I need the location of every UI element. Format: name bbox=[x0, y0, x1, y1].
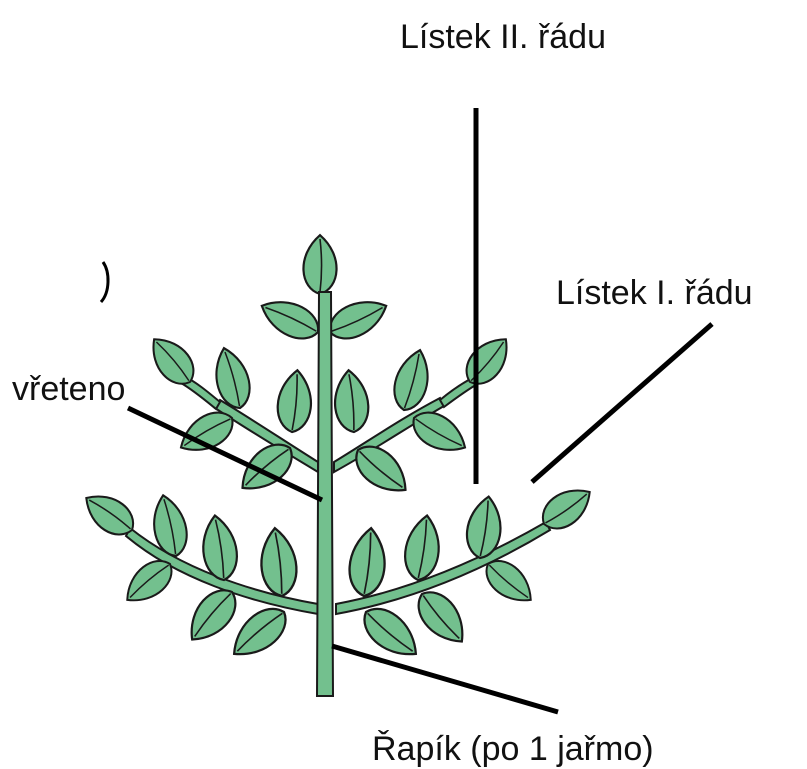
label-leaflet-second-order: Lístek II. řádu bbox=[400, 18, 606, 56]
leaflets bbox=[76, 233, 600, 668]
pointer-petiole bbox=[331, 643, 559, 715]
rachis-petiole bbox=[315, 291, 335, 697]
pointer-leaflet-first-order bbox=[530, 322, 714, 484]
label-rachis: vřeteno bbox=[12, 370, 126, 408]
label-leaflet-first-order: Lístek I. řádu bbox=[556, 274, 753, 312]
stray-mark bbox=[99, 261, 110, 304]
label-petiole: Řapík (po 1 jařmo) bbox=[372, 730, 654, 768]
pointer-rachis bbox=[126, 405, 324, 503]
pointer-lines bbox=[126, 108, 714, 715]
